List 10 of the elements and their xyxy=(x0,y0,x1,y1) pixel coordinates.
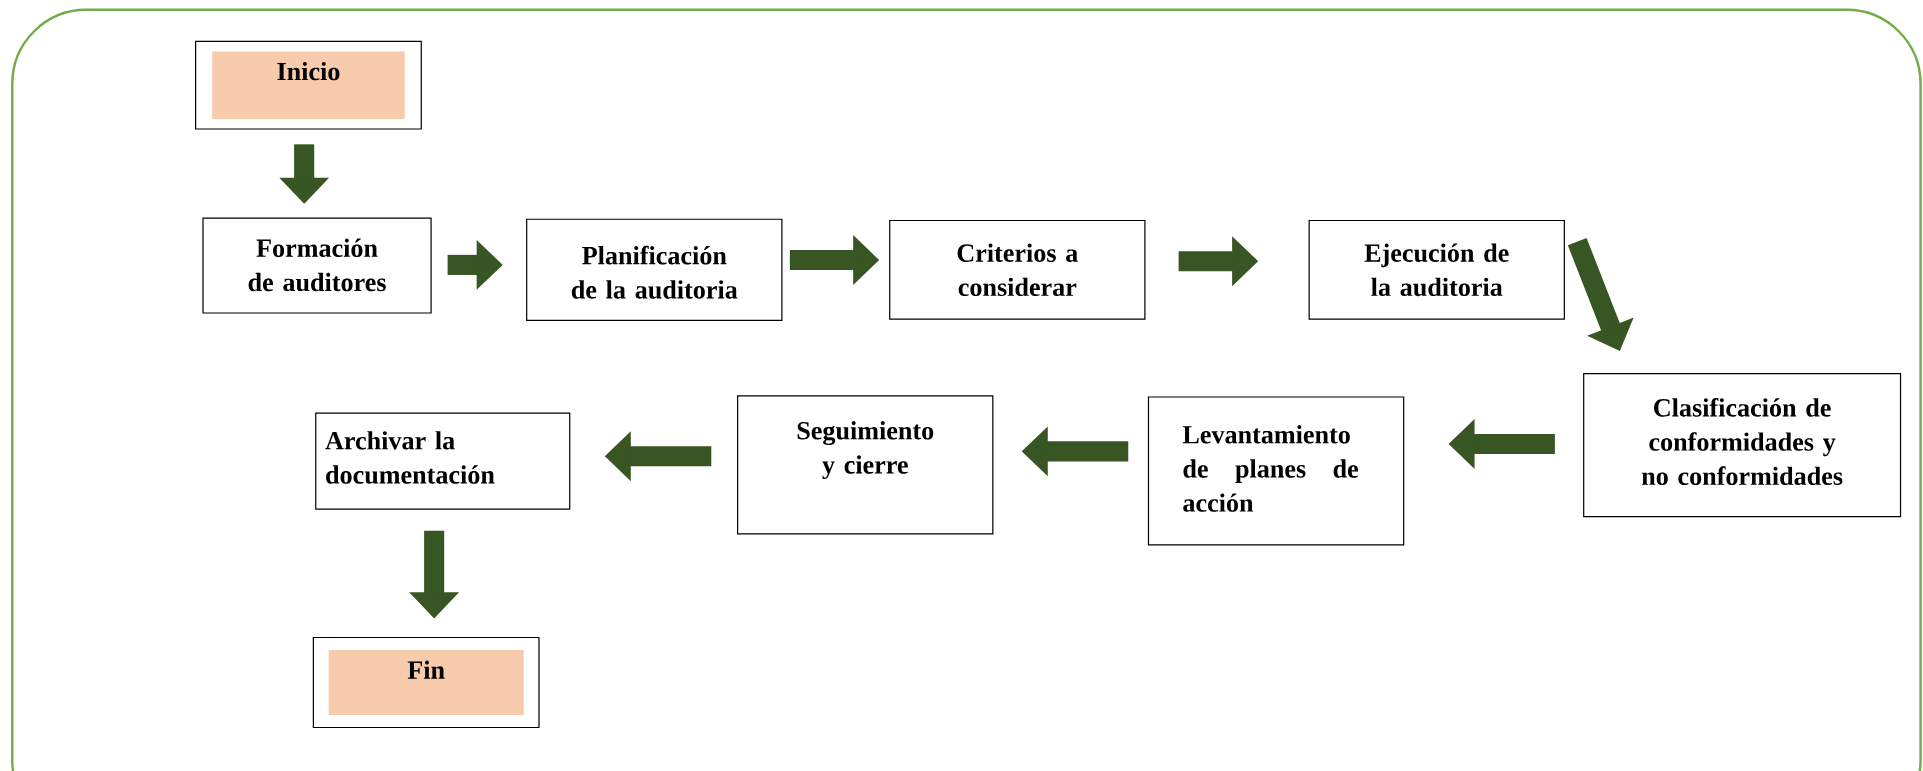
process-box: Planificación de la auditoria xyxy=(526,218,783,321)
process-box: Formación de auditores xyxy=(202,217,432,314)
process-box: Levantamiento de planes de acción xyxy=(1147,396,1405,546)
terminal-box: Fin xyxy=(312,636,540,728)
terminal-box: Inicio xyxy=(195,40,422,130)
process-box: Archivar la documentación xyxy=(315,412,571,510)
process-box: Ejecución de la auditoria xyxy=(1308,219,1565,320)
process-box: Seguimiento y cierre xyxy=(737,394,994,535)
process-box: Criterios a considerar xyxy=(889,219,1146,320)
process-box: Clasificación de conformidades y no conformidades xyxy=(1583,372,1902,518)
